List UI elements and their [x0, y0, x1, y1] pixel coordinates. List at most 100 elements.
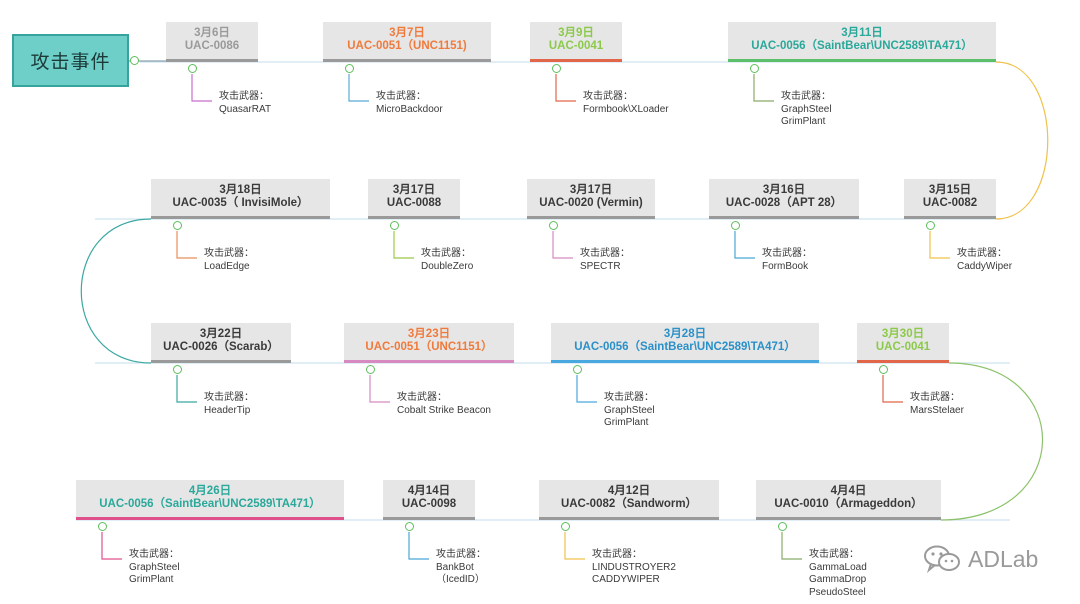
- branch-connector: [576, 375, 597, 403]
- branch-connector: [369, 375, 390, 403]
- branch-connector: [408, 532, 429, 560]
- weapon-item: DoubleZero: [421, 260, 474, 272]
- collapse-toggle-icon[interactable]: [549, 221, 558, 230]
- weapon-list: 攻击武器：MarsStelaer: [910, 392, 964, 417]
- weapon-list: 攻击武器：MicroBackdoor: [376, 91, 443, 116]
- event-actor: UAC-0028（APT 28）: [725, 197, 843, 209]
- weapon-item: GrimPlant: [781, 116, 826, 127]
- branch-connector: [101, 532, 122, 560]
- event-date: 3月17日: [569, 184, 613, 196]
- collapse-toggle-icon[interactable]: [750, 64, 759, 73]
- weapon-label: 攻击武器：: [376, 91, 426, 102]
- weapon-label: 攻击武器：: [436, 549, 486, 560]
- collapse-toggle-icon[interactable]: [879, 365, 888, 374]
- branch-connector: [734, 231, 755, 259]
- event-date: 4月4日: [830, 485, 867, 497]
- branch-connector: [564, 532, 585, 560]
- event-underline: [709, 216, 859, 219]
- wechat-icon: [924, 545, 960, 574]
- weapon-label: 攻击武器：: [129, 549, 179, 560]
- collapse-toggle-icon[interactable]: [926, 221, 935, 230]
- collapse-toggle-icon[interactable]: [173, 365, 182, 374]
- collapse-toggle-icon[interactable]: [561, 522, 570, 531]
- event-actor: UAC-0051（UNC1151): [347, 40, 467, 52]
- event-actor: UAC-0041: [548, 40, 604, 52]
- event-underline: [368, 216, 460, 219]
- collapse-toggle-icon[interactable]: [731, 221, 740, 230]
- collapse-toggle-icon[interactable]: [173, 221, 182, 230]
- weapon-item: LoadEdge: [204, 260, 250, 272]
- collapse-toggle-icon[interactable]: [188, 64, 197, 73]
- event-underline: [756, 517, 941, 520]
- event-date: 3月11日: [841, 27, 883, 39]
- event-date: 4月12日: [607, 485, 651, 497]
- weapon-item: LINDUSTROYER2: [592, 561, 676, 573]
- event-date: 3月6日: [194, 27, 230, 39]
- collapse-toggle-icon[interactable]: [573, 365, 582, 374]
- event-underline: [530, 59, 622, 62]
- branch-connector: [176, 231, 197, 259]
- weapon-item: （IcedID）: [436, 574, 485, 585]
- watermark: ADLab: [922, 544, 1038, 574]
- branch-connector: [393, 231, 414, 259]
- branch-connector: [191, 74, 212, 102]
- collapse-toggle-icon[interactable]: [778, 522, 787, 531]
- weapon-list: 攻击武器：FormBook: [762, 248, 812, 273]
- root-node[interactable]: 攻击事件: [12, 34, 129, 87]
- weapon-item: FormBook: [762, 260, 809, 272]
- weapon-item: GammaLoad: [809, 561, 867, 573]
- collapse-toggle-icon[interactable]: [366, 365, 375, 374]
- event-date: 3月23日: [407, 328, 451, 340]
- weapon-item: GraphSteel: [129, 561, 180, 573]
- event-underline: [166, 59, 258, 62]
- event-underline: [904, 216, 996, 219]
- weapon-list: 攻击武器：Formbook\XLoader: [583, 91, 669, 116]
- weapon-item: GraphSteel: [604, 404, 655, 416]
- event-underline: [151, 360, 291, 363]
- collapse-toggle-icon[interactable]: [345, 64, 354, 73]
- weapon-label: 攻击武器：: [781, 91, 831, 102]
- weapon-label: 攻击武器：: [397, 392, 447, 403]
- event-underline: [527, 216, 655, 219]
- event-actor: UAC-0026（Scarab）: [163, 341, 279, 353]
- branch-connector: [555, 74, 576, 102]
- event-date: 3月15日: [928, 184, 972, 196]
- event-date: 3月16日: [762, 184, 806, 196]
- collapse-toggle-icon[interactable]: [405, 522, 414, 531]
- event-date: 3月22日: [199, 328, 243, 340]
- event-underline: [76, 517, 344, 520]
- weapon-label: 攻击武器：: [219, 91, 269, 102]
- weapon-item: CADDYWIPER: [592, 574, 660, 585]
- root-label: 攻击事件: [30, 52, 111, 73]
- weapon-list: 攻击武器：HeaderTip: [204, 392, 254, 417]
- collapse-toggle-icon[interactable]: [390, 221, 399, 230]
- branch-connector: [929, 231, 950, 259]
- weapon-label: 攻击武器：: [421, 248, 471, 259]
- root-collapse-icon[interactable]: [130, 56, 139, 65]
- weapon-list: 攻击武器：SPECTR: [580, 248, 630, 273]
- collapse-toggle-icon[interactable]: [552, 64, 561, 73]
- collapse-toggle-icon[interactable]: [98, 522, 107, 531]
- branch-connector: [348, 74, 369, 102]
